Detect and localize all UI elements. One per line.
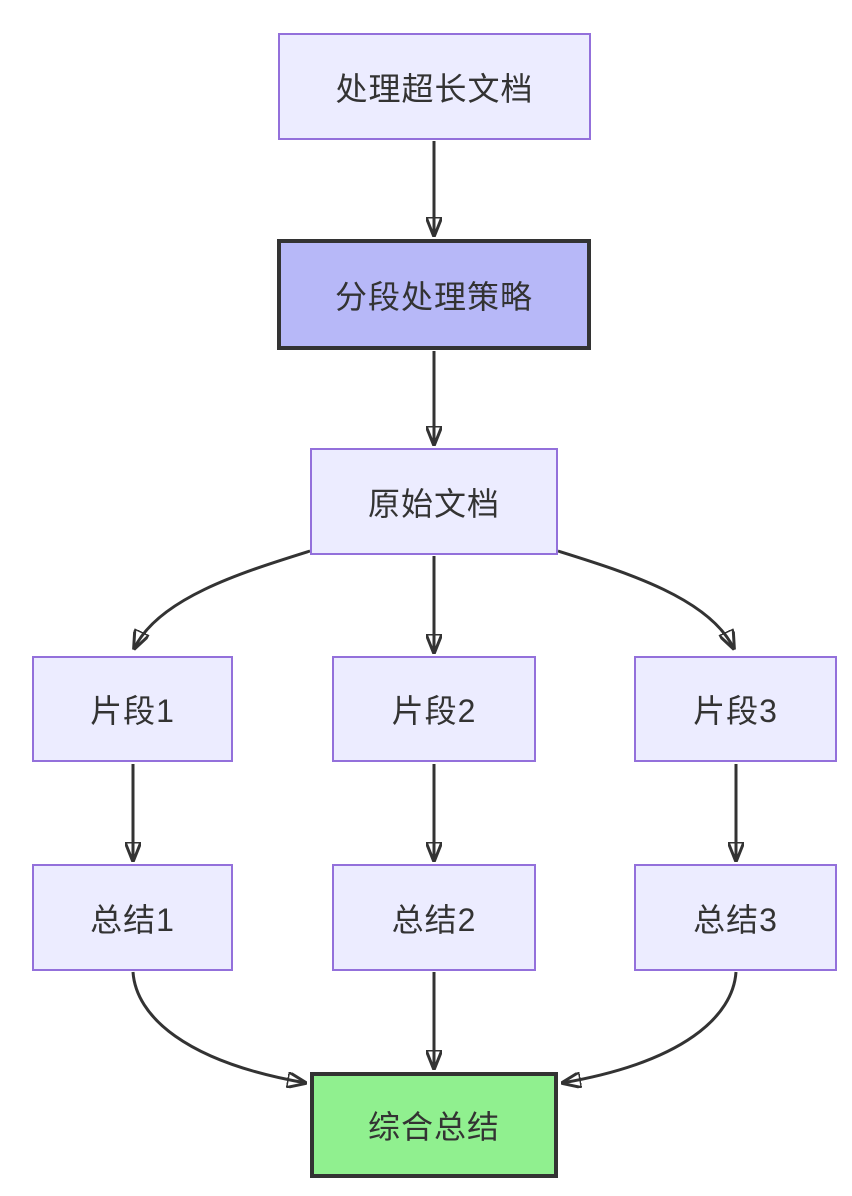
node-process-long-doc: 处理超长文档 [278, 33, 591, 140]
node-label: 处理超长文档 [335, 70, 534, 107]
node-summary-3: 总结3 [634, 864, 837, 971]
node-summary-2: 总结2 [332, 864, 536, 971]
node-label: 总结2 [391, 901, 477, 938]
node-label: 总结1 [90, 901, 175, 938]
edge-original-seg1 [134, 549, 311, 649]
node-label: 综合总结 [367, 1109, 500, 1145]
node-summary-1: 总结1 [32, 864, 233, 971]
edge-sum3-final [562, 971, 738, 1083]
node-segmentation-strategy: 分段处理策略 [277, 239, 591, 350]
node-segment-1: 片段1 [32, 656, 233, 762]
node-segment-3: 片段3 [634, 656, 837, 762]
node-original-document: 原始文档 [310, 448, 558, 555]
edge-sum1-final [131, 971, 306, 1083]
edge-original-seg3 [557, 549, 734, 649]
node-label: 总结3 [693, 901, 778, 938]
node-combined-summary: 综合总结 [310, 1072, 558, 1178]
node-label: 片段1 [90, 693, 175, 729]
node-label: 片段3 [693, 693, 778, 729]
node-label: 分段处理策略 [334, 278, 533, 315]
node-segment-2: 片段2 [332, 656, 536, 762]
node-label: 原始文档 [367, 485, 500, 522]
node-label: 片段2 [391, 693, 477, 729]
